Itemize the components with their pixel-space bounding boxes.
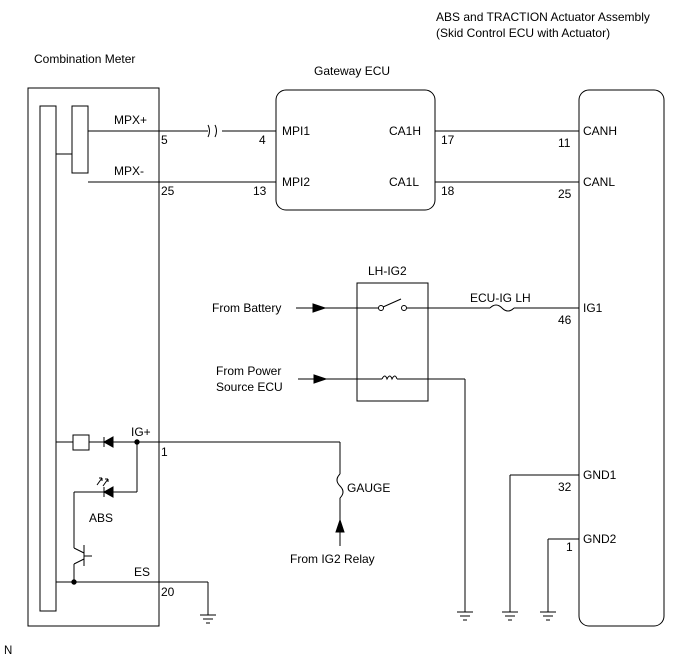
pin-gw-13: 13 (253, 184, 267, 198)
fuse-gauge-label: GAUGE (347, 481, 390, 495)
abs-actuator-box (578, 89, 665, 627)
fuse-ecu-ig-icon (489, 304, 515, 312)
ground-symbol-gnd2 (540, 611, 556, 621)
ca1l-label: CA1L (389, 175, 419, 189)
arrow-right-icon (312, 303, 327, 313)
pin-meter-1: 1 (161, 445, 168, 459)
pin-meter-25: 25 (161, 184, 175, 198)
mpx-minus-label: MPX- (114, 164, 144, 178)
fuse-ecu-ig-label: ECU-IG LH (470, 291, 531, 305)
pin-abs-11: 11 (558, 136, 571, 150)
ground-symbol-gnd1 (502, 611, 518, 621)
meter-comm-ic (71, 105, 89, 174)
footer-mark: N (4, 645, 12, 657)
abs-actuator-title: ABS and TRACTION Actuator Assembly (436, 10, 650, 24)
combination-meter-label: Combination Meter (34, 52, 135, 66)
pin-gw-17: 17 (441, 133, 455, 147)
relay-switch-icon (382, 298, 402, 308)
relay-contact-a (378, 305, 384, 311)
canh-label: CANH (583, 124, 617, 138)
pin-abs-46: 46 (558, 313, 572, 327)
arrow-right-icon (313, 374, 328, 384)
canl-label: CANL (583, 175, 615, 189)
transistor-collector (73, 547, 85, 554)
relay-contact-b (401, 305, 407, 311)
mpx-plus-label: MPX+ (114, 113, 147, 127)
gnd1-label: GND1 (583, 468, 617, 482)
abs-label: ABS (89, 511, 113, 525)
transistor-emitter (73, 558, 85, 565)
from-ig2-relay-label: From IG2 Relay (290, 552, 375, 566)
pin-gw-4: 4 (259, 133, 266, 147)
pin-abs-25: 25 (558, 187, 572, 201)
ig-plus-label: IG+ (131, 425, 151, 439)
abs-actuator-subtitle: (Skid Control ECU with Actuator) (436, 26, 610, 40)
pin-meter-5: 5 (161, 133, 168, 147)
meter-internal-bar (39, 105, 57, 612)
relay-label: LH-IG2 (368, 264, 407, 278)
fuse-gauge-icon (336, 473, 344, 499)
ground-symbol-es (200, 614, 216, 624)
from-battery-label: From Battery (212, 301, 281, 315)
es-label: ES (134, 565, 150, 579)
mpi2-label: MPI2 (282, 175, 310, 189)
meter-ig-box (72, 434, 90, 451)
relay-coil-icon (381, 375, 398, 381)
pin-abs-1: 1 (566, 540, 573, 554)
from-power-label-2: Source ECU (216, 380, 283, 394)
ground-symbol-relay (457, 611, 473, 621)
pin-meter-20: 20 (161, 585, 175, 599)
pin-gw-18: 18 (441, 184, 455, 198)
from-power-label-1: From Power (216, 364, 281, 378)
gnd2-label: GND2 (583, 532, 617, 546)
mpi1-label: MPI1 (282, 124, 310, 138)
arrow-up-icon (335, 518, 345, 533)
light-emission-icon (96, 477, 109, 487)
gateway-ecu-label: Gateway ECU (314, 64, 390, 78)
splice-break-icon (207, 124, 217, 138)
gateway-ecu-box (275, 89, 436, 211)
ca1h-label: CA1H (389, 124, 421, 138)
pin-abs-32: 32 (558, 480, 572, 494)
lh-ig2-relay-box (356, 282, 429, 402)
ig1-label: IG1 (583, 301, 603, 315)
abs-led-icon (102, 486, 114, 498)
